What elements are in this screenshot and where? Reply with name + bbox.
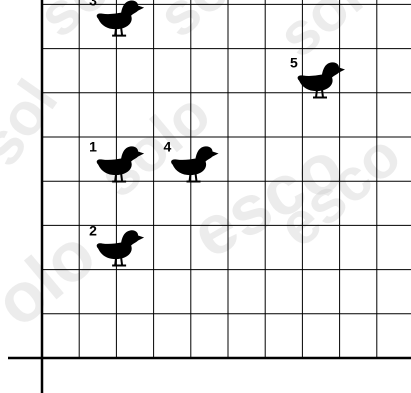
watermark-text: sol <box>145 0 254 50</box>
watermark-text: sol <box>0 68 70 177</box>
duck-number-label: 2 <box>89 223 97 239</box>
duck-number-label: 1 <box>89 139 97 155</box>
watermark-text: solu <box>265 0 403 70</box>
duck-icon <box>97 230 144 265</box>
duck-number-label: 4 <box>164 139 172 155</box>
watermark: sosolsolusolsoloescooloesco <box>0 0 411 341</box>
duck-icon <box>298 62 345 97</box>
duck-number-label: 5 <box>290 55 298 71</box>
duck-number-label: 3 <box>89 0 97 9</box>
